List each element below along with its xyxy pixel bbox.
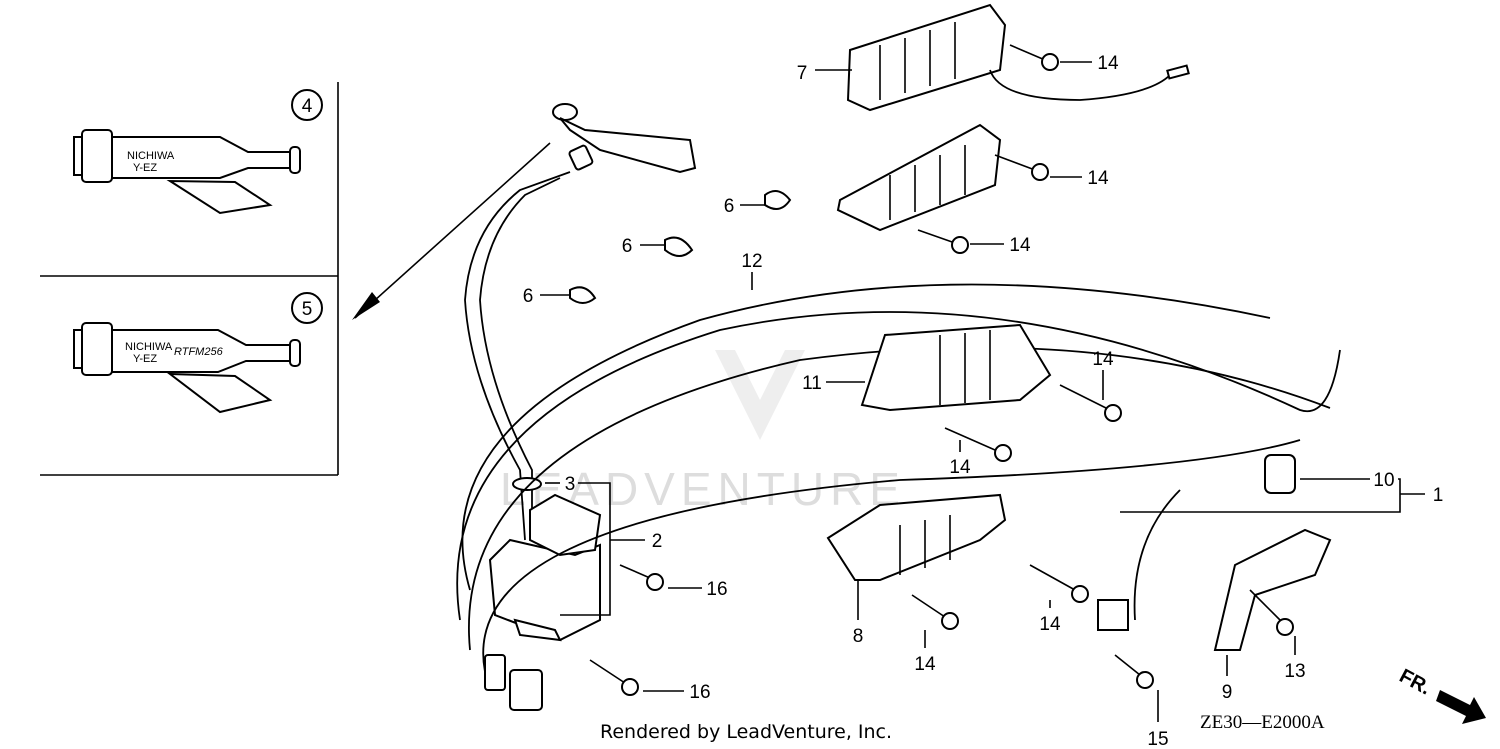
callout-16: 16 [689,682,710,703]
callout-14: 14 [914,654,936,675]
charge-coil-7 [846,3,1190,112]
svg-text:4: 4 [302,96,313,117]
callout-8: 8 [853,626,864,647]
svg-text:5: 5 [302,299,313,320]
inset-frame [40,82,339,476]
watermark-logo [715,350,805,440]
callout-14: 14 [1009,235,1031,256]
callout-6: 6 [523,286,534,307]
callout-15: 15 [1147,729,1168,749]
diagram-reference-code: ZE30—E2000A [1200,712,1325,733]
callout-14: 14 [1039,614,1061,635]
callout-10: 10 [1373,470,1394,491]
callout-13: 13 [1284,661,1305,682]
svg-text:NICHIWA: NICHIWA [127,150,175,162]
inset-cap-4: 4 NICHIWA Y-EZ [73,89,323,215]
bolt-icon [589,44,1281,684]
svg-text:Y-EZ: Y-EZ [133,353,157,365]
connector [484,654,506,691]
charge-coil [836,123,1002,232]
footer-credit: Rendered by LeadVenture, Inc. [600,721,892,743]
callout-6: 6 [622,236,633,257]
wire-clip [569,286,597,304]
grommet [1264,454,1296,494]
ground-terminal [1097,599,1129,631]
leader-lines [540,61,1425,722]
callout-16: 16 [706,579,727,600]
callout-14: 14 [1097,53,1119,74]
connector [509,669,543,711]
callout-3: 3 [565,474,576,495]
callout-6: 6 [724,196,735,217]
callout-9: 9 [1222,682,1233,703]
wire-harness [456,311,1341,621]
svg-text:Y-EZ: Y-EZ [133,162,157,174]
callout-14: 14 [1092,349,1114,370]
pointer-arrowhead [352,292,380,320]
charge-coil-8 [826,493,1007,581]
callout-14: 14 [1087,168,1109,189]
svg-text:NICHIWA: NICHIWA [125,341,173,353]
svg-text:RTFM256: RTFM256 [174,346,224,358]
bolt-heads [621,53,1294,696]
wire-harness-12 [461,283,1271,591]
spark-plug-cap [464,103,697,541]
front-direction-arrow: FR. [1396,665,1486,724]
callout-14: 14 [949,457,971,478]
callout-7: 7 [797,63,808,84]
bracket [1213,528,1332,651]
callout-1: 1 [1433,485,1444,506]
wire-clip [764,190,792,210]
pointer-line [354,142,551,319]
callout-11: 11 [802,373,822,394]
callout-2: 2 [652,531,663,552]
charge-coil-11 [860,323,1052,412]
wire-clip [664,236,694,257]
svg-text:FR.: FR. [1396,665,1435,700]
callout-labels: 14 7 14 6 6 14 12 6 14 11 14 3 10 1 2 16… [523,53,1444,749]
callout-12: 12 [741,251,762,272]
inset-cap-5: 5 NICHIWA Y-EZ RTFM256 [73,292,323,414]
